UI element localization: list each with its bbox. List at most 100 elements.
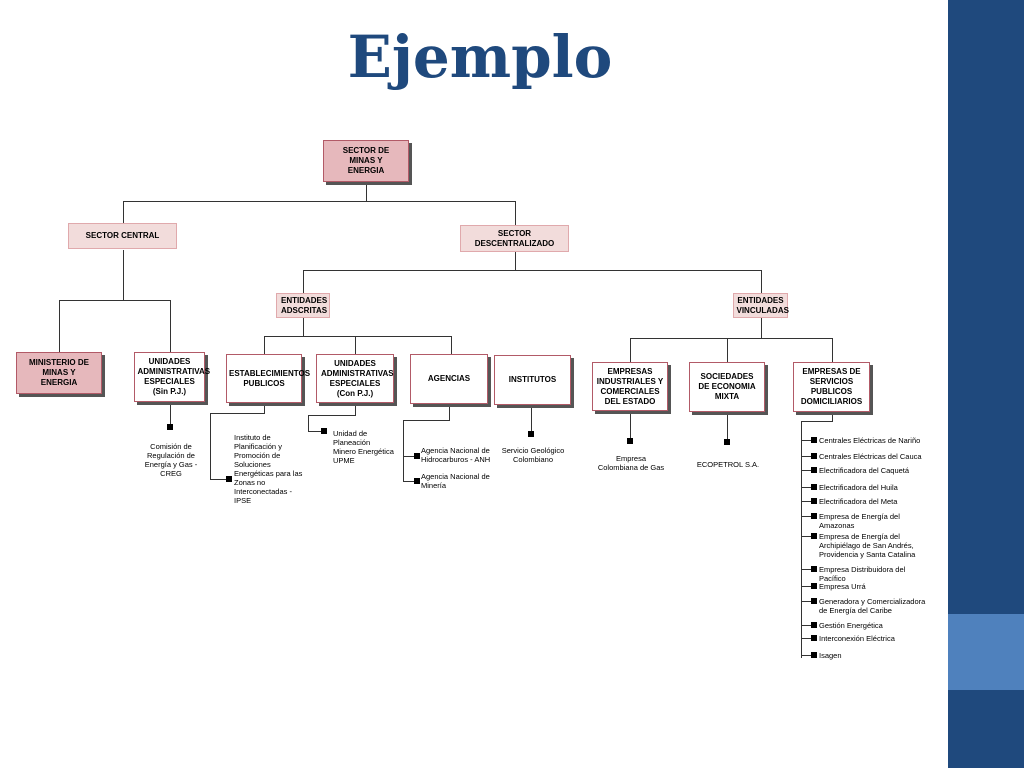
connector bbox=[355, 403, 356, 415]
connector bbox=[403, 481, 415, 482]
leaf-marker bbox=[627, 438, 633, 444]
connector bbox=[170, 300, 171, 352]
leaf-marker bbox=[414, 478, 420, 484]
connector bbox=[801, 569, 811, 570]
connector bbox=[727, 412, 728, 439]
connector bbox=[801, 487, 811, 488]
connector bbox=[303, 270, 304, 293]
connector bbox=[801, 536, 811, 537]
connector bbox=[630, 338, 832, 339]
servicio-label: Isagen bbox=[819, 651, 842, 660]
leaf-marker bbox=[811, 622, 817, 628]
empresas-industriales-node: EMPRESAS INDUSTRIALES Y COMERCIALES DEL … bbox=[592, 362, 668, 411]
connector bbox=[451, 336, 452, 354]
leaf-marker bbox=[811, 498, 817, 504]
connector bbox=[801, 586, 811, 587]
servicio-label: Empresa de Energía del Amazonas bbox=[819, 512, 900, 530]
connector bbox=[801, 421, 833, 422]
connector bbox=[801, 440, 811, 441]
ministerio-node: MINISTERIO DE MINAS Y ENERGIA bbox=[16, 352, 102, 394]
leaf-marker bbox=[811, 635, 817, 641]
leaf-marker bbox=[811, 467, 817, 473]
connector bbox=[403, 420, 404, 482]
connector bbox=[531, 405, 532, 431]
leaf-marker bbox=[811, 533, 817, 539]
empresas-servicios-node: EMPRESAS DE SERVICIOS PUBLICOS DOMICILIA… bbox=[793, 362, 870, 412]
connector bbox=[801, 456, 811, 457]
connector bbox=[264, 336, 452, 337]
connector bbox=[801, 501, 811, 502]
servicio-label: Centrales Eléctricas del Cauca bbox=[819, 452, 922, 461]
leaf-marker bbox=[226, 476, 232, 482]
leaf-marker bbox=[811, 566, 817, 572]
sector-central-node: SECTOR CENTRAL bbox=[68, 223, 177, 249]
leaf-marker bbox=[811, 437, 817, 443]
connector bbox=[264, 403, 265, 413]
connector bbox=[403, 456, 415, 457]
connector bbox=[801, 516, 811, 517]
connector bbox=[355, 336, 356, 354]
servicio-label: Empresa Urrá bbox=[819, 582, 866, 591]
connector bbox=[801, 655, 811, 656]
servicio-label: Empresa Distribuidora del Pacífico bbox=[819, 565, 906, 583]
gas-label: Empresa Colombiana de Gas bbox=[597, 454, 665, 472]
connector bbox=[630, 338, 631, 362]
sector-descentralizado-node: SECTOR DESCENTRALIZADO bbox=[460, 225, 569, 252]
connector bbox=[123, 201, 124, 223]
sidebar-accent bbox=[948, 614, 1024, 690]
leaf-marker bbox=[724, 439, 730, 445]
connector bbox=[123, 250, 124, 300]
sociedades-economia-mixta-node: SOCIEDADES DE ECONOMIA MIXTA bbox=[689, 362, 765, 412]
servicio-label: Generadora y Comercializadora de Energía… bbox=[819, 597, 926, 615]
connector bbox=[308, 415, 356, 416]
connector bbox=[832, 412, 833, 421]
connector bbox=[123, 201, 515, 202]
connector bbox=[210, 413, 211, 480]
connector bbox=[801, 421, 802, 658]
servicio-label: Electrificadora del Huila bbox=[819, 483, 898, 492]
connector bbox=[801, 470, 811, 471]
institutos-node: INSTITUTOS bbox=[494, 355, 571, 405]
connector bbox=[449, 404, 450, 420]
leaf-marker bbox=[811, 513, 817, 519]
leaf-marker bbox=[811, 598, 817, 604]
connector bbox=[832, 338, 833, 362]
connector bbox=[170, 402, 171, 424]
leaf-marker bbox=[321, 428, 327, 434]
establecimientos-publicos-node: ESTABLECIMIENTOS PUBLICOS bbox=[226, 354, 310, 403]
connector bbox=[210, 413, 265, 414]
connector bbox=[366, 182, 367, 201]
connector bbox=[761, 318, 762, 338]
leaf-marker bbox=[414, 453, 420, 459]
entidades-adscritas-node: ENTIDADES ADSCRITAS bbox=[276, 293, 330, 318]
connector bbox=[210, 479, 226, 480]
uae-sin-pj-node: UNIDADES ADMINISTRATIVAS ESPECIALES (Sin… bbox=[134, 352, 210, 402]
connector bbox=[801, 638, 811, 639]
sgc-label: Servicio Geológico Colombiano bbox=[501, 446, 565, 464]
connector bbox=[403, 420, 450, 421]
servicio-label: Gestión Energética bbox=[819, 621, 883, 630]
leaf-marker bbox=[167, 424, 173, 430]
servicio-label: Electrificadora del Meta bbox=[819, 497, 898, 506]
uae-con-pj-node: UNIDADES ADMINISTRATIVAS ESPECIALES (Con… bbox=[316, 354, 394, 403]
servicio-label: Electrificadora del Caquetá bbox=[819, 466, 910, 475]
connector bbox=[761, 270, 762, 293]
connector bbox=[303, 318, 304, 336]
leaf-marker bbox=[811, 583, 817, 589]
connector bbox=[59, 300, 60, 352]
connector bbox=[801, 601, 811, 602]
ipse-label: Instituto de Planificación y Promoción d… bbox=[234, 433, 303, 505]
leaf-marker bbox=[811, 453, 817, 459]
connector bbox=[801, 625, 811, 626]
leaf-marker bbox=[528, 431, 534, 437]
creg-label: Comisión de Regulación de Energía y Gas … bbox=[144, 442, 198, 478]
leaf-marker bbox=[811, 484, 817, 490]
servicio-label: Empresa de Energía del Archipiélago de S… bbox=[819, 532, 916, 559]
entidades-vinculadas-node: ENTIDADES VINCULADAS bbox=[733, 293, 789, 318]
agencias-node: AGENCIAS bbox=[410, 354, 488, 404]
root-node: SECTOR DE MINAS Y ENERGIA bbox=[323, 140, 409, 182]
servicio-label: Centrales Eléctricas de Nariño bbox=[819, 436, 921, 445]
ecopetrol-label: ECOPETROL S.A. bbox=[696, 460, 760, 469]
connector bbox=[630, 411, 631, 438]
connector bbox=[515, 201, 516, 225]
